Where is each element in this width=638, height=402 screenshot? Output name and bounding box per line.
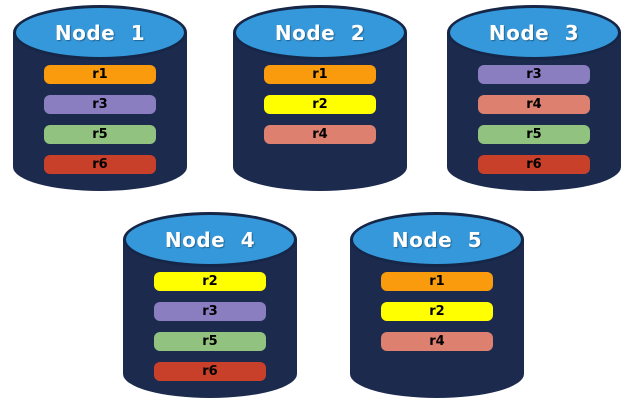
replica-list: r1 r3 r5 r6	[13, 65, 187, 174]
replica-bar-r4: r4	[381, 332, 493, 351]
replica-bar-r1: r1	[381, 272, 493, 291]
replica-bar-r2: r2	[381, 302, 493, 321]
node-title: Node 2	[274, 20, 366, 45]
replica-bar-r1: r1	[44, 65, 156, 84]
replica-bar-r3: r3	[44, 95, 156, 114]
replica-list: r1 r2 r4	[233, 65, 407, 144]
database-node-3: Node 3 r3 r4 r5 r6	[447, 5, 621, 191]
database-node-2: Node 2 r1 r2 r4	[233, 5, 407, 191]
replica-bar-r2: r2	[264, 95, 376, 114]
replica-bar-r6: r6	[154, 362, 266, 381]
node-title: Node 5	[391, 227, 483, 252]
replica-bar-r6: r6	[478, 155, 590, 174]
replica-bar-r4: r4	[264, 125, 376, 144]
database-node-4: Node 4 r2 r3 r5 r6	[123, 212, 297, 398]
replica-bar-r5: r5	[478, 125, 590, 144]
cylinder-top: Node 1	[13, 5, 187, 60]
cylinder-top: Node 3	[447, 5, 621, 60]
replica-list: r2 r3 r5 r6	[123, 272, 297, 381]
node-title: Node 4	[164, 227, 256, 252]
node-title: Node 1	[54, 20, 146, 45]
replica-bar-r5: r5	[154, 332, 266, 351]
replica-bar-r5: r5	[44, 125, 156, 144]
node-title: Node 3	[488, 20, 580, 45]
database-node-5: Node 5 r1 r2 r4	[350, 212, 524, 398]
replica-bar-r3: r3	[154, 302, 266, 321]
replica-bar-r6: r6	[44, 155, 156, 174]
replica-bar-r3: r3	[478, 65, 590, 84]
cylinder-top: Node 4	[123, 212, 297, 267]
cylinder-top: Node 2	[233, 5, 407, 60]
replica-bar-r4: r4	[478, 95, 590, 114]
replica-list: r1 r2 r4	[350, 272, 524, 351]
replica-bar-r1: r1	[264, 65, 376, 84]
database-node-1: Node 1 r1 r3 r5 r6	[13, 5, 187, 191]
replica-list: r3 r4 r5 r6	[447, 65, 621, 174]
cylinder-top: Node 5	[350, 212, 524, 267]
replica-bar-r2: r2	[154, 272, 266, 291]
